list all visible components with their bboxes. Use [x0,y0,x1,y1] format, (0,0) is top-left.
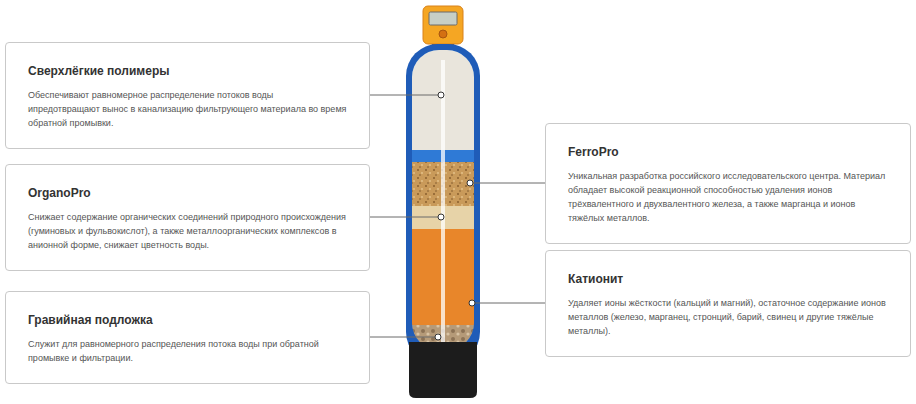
callout-box: OrganoProСнижает содержание органических… [5,164,370,271]
node-title: Сверхлёгкие полимеры [28,63,347,79]
layer-dot [469,300,475,306]
tank-base [409,342,477,398]
node-title: FerroPro [568,144,888,160]
callout-box: Гравийная подложкаСлужит для равномерног… [5,291,370,384]
leader-line [370,217,438,218]
callout-box: КатионитУдаляет ионы жёсткости (кальций … [545,250,911,357]
callout-box: Сверхлёгкие полимерыОбеспечивают равноме… [5,42,370,149]
leader-lines [370,95,545,337]
riser-tube [441,60,445,342]
node-description: Уникальная разработка российского исслед… [568,169,888,225]
lcd-display [429,12,457,25]
leader-line [370,95,438,96]
node-title: Катионит [568,271,888,287]
node-title: OrganoPro [28,185,347,201]
leader-line [370,337,435,338]
node-description: Служит для равномерного распределения по… [28,337,347,365]
layer-dot [435,334,441,340]
layer-dot [438,92,444,98]
layer-dot [467,180,473,186]
node-description: Обеспечивают равномерное распределение п… [28,88,347,130]
node-title: Гравийная подложка [28,312,347,328]
leader-line [475,303,545,304]
leader-line [473,183,545,184]
node-description: Снижает содержание органических соединен… [28,210,347,252]
layer-dot [438,214,444,220]
control-head [423,6,463,44]
tank-shell [406,44,480,364]
layer-dots [435,92,475,340]
control-knob [439,30,447,38]
node-description: Удаляет ионы жёсткости (кальций и магний… [568,296,888,338]
callout-box: FerroProУникальная разработка российског… [545,123,911,244]
